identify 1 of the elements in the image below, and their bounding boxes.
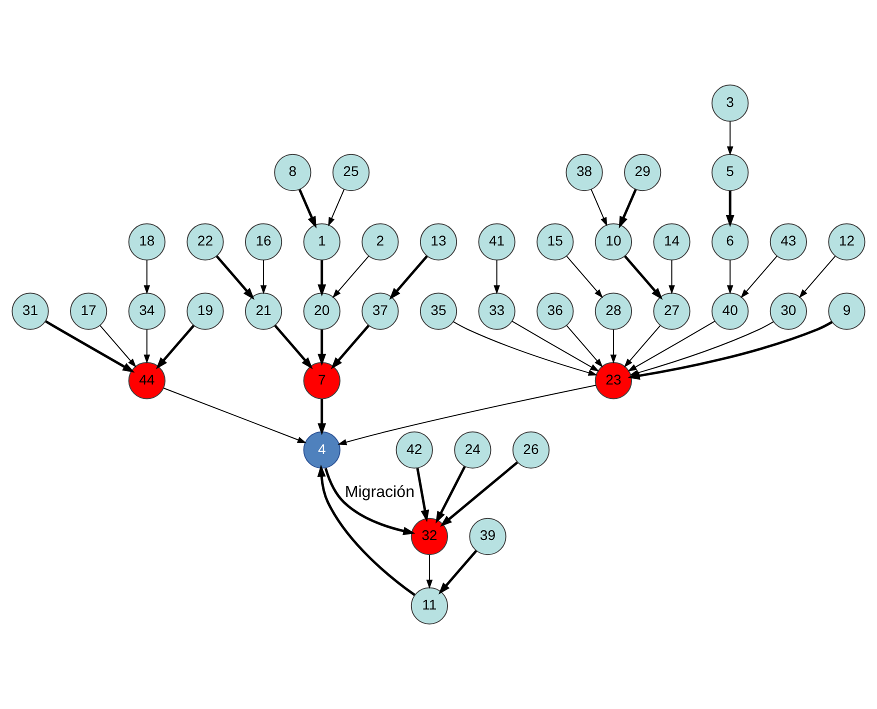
edge-label: Migración: [344, 483, 415, 502]
